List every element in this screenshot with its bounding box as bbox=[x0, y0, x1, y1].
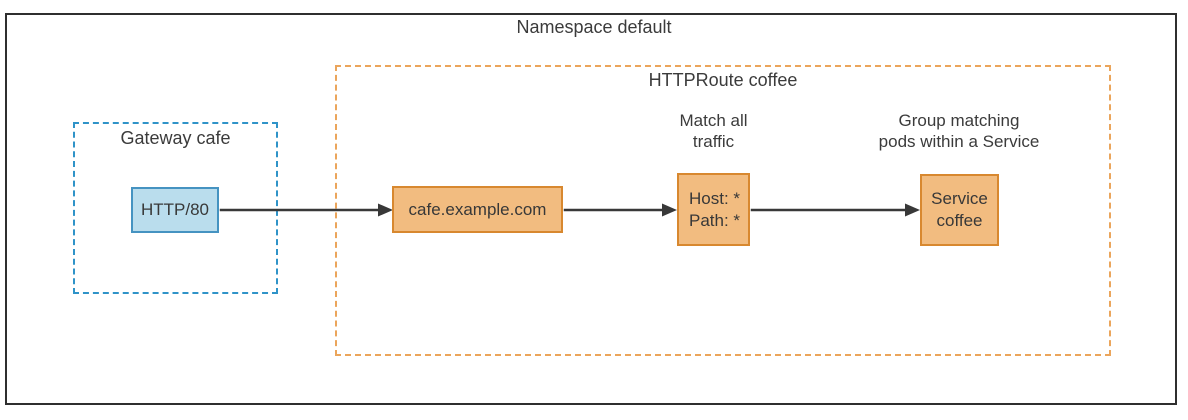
match-path-rule: Path: * bbox=[689, 210, 741, 230]
gateway-group-boundary bbox=[73, 122, 278, 294]
node-gateway-listener-label: HTTP/80 bbox=[140, 200, 210, 219]
match-host-rule: Host: * bbox=[689, 188, 741, 208]
annotation-match-line2: traffic bbox=[692, 132, 735, 151]
node-match-rule: Host: * Path: * bbox=[677, 173, 750, 246]
node-gateway-listener: HTTP/80 bbox=[131, 187, 219, 233]
gateway-group-label: Gateway cafe bbox=[120, 128, 231, 148]
annotation-match-line1: Match all bbox=[679, 111, 748, 130]
namespace-boundary bbox=[5, 13, 1177, 405]
annotation-service-line1: Group matching bbox=[898, 111, 1020, 130]
httproute-group-label: HTTPRoute coffee bbox=[648, 70, 798, 90]
annotation-match-all-traffic: Match all traffic bbox=[641, 110, 786, 152]
namespace-label: Namespace default bbox=[516, 17, 672, 37]
node-hostname-label: cafe.example.com bbox=[408, 199, 547, 219]
annotation-group-matching-pods: Group matching pods within a Service bbox=[851, 110, 1067, 152]
annotation-service-line2: pods within a Service bbox=[878, 132, 1040, 151]
node-service-backend: Service coffee bbox=[920, 174, 999, 246]
service-label-line2: coffee bbox=[936, 211, 983, 230]
service-label-line1: Service bbox=[931, 189, 988, 208]
node-hostname: cafe.example.com bbox=[392, 186, 563, 233]
